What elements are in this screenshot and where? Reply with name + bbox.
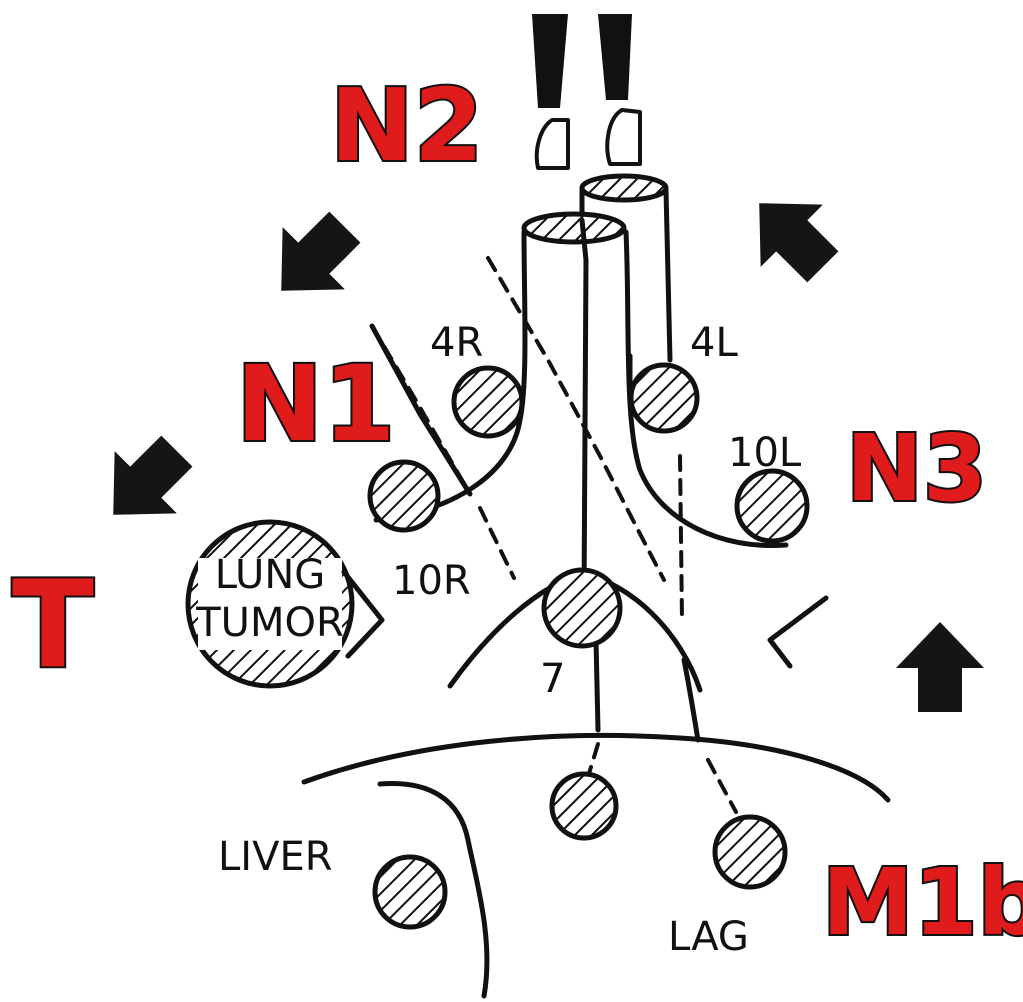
lymph-node-liver xyxy=(375,857,445,927)
arrow-down-left-icon xyxy=(82,420,208,546)
lymph-node-lower xyxy=(552,774,616,838)
node-label-7: 7 xyxy=(540,656,565,702)
lymph-node-4l xyxy=(631,365,697,431)
arrow-down-left-icon xyxy=(250,196,376,322)
tumor-label-line2: TUMOR xyxy=(195,600,344,646)
stage-label-n1: N1 xyxy=(236,343,395,465)
lymph-node-lag xyxy=(715,817,785,887)
node-label-4r: 4R xyxy=(430,320,483,366)
lymph-node-10r xyxy=(370,462,438,530)
node-label-4l: 4L xyxy=(690,320,738,366)
lung-tumor: LUNG TUMOR xyxy=(188,522,382,686)
node-label-10l: 10L xyxy=(728,430,802,476)
lymph-node-10l xyxy=(737,471,807,541)
stage-label-n3: N3 xyxy=(846,415,987,522)
stage-label-t: T xyxy=(12,556,94,695)
node-label-10r: 10R xyxy=(392,558,471,604)
stage-label-n2: N2 xyxy=(330,67,483,184)
stage-label-m1b: M1b xyxy=(822,849,1023,956)
trachea-top xyxy=(532,14,640,168)
node-label-lag: LAG xyxy=(668,914,749,960)
arrow-up-icon xyxy=(896,622,984,712)
lymph-node-7 xyxy=(544,570,620,646)
arrow-up-left-icon xyxy=(728,172,854,298)
bronchial-tubes xyxy=(372,176,786,620)
lymph-node-4r xyxy=(454,368,522,436)
tumor-label-line1: LUNG xyxy=(215,552,326,598)
organ-label-liver: LIVER xyxy=(218,834,333,880)
